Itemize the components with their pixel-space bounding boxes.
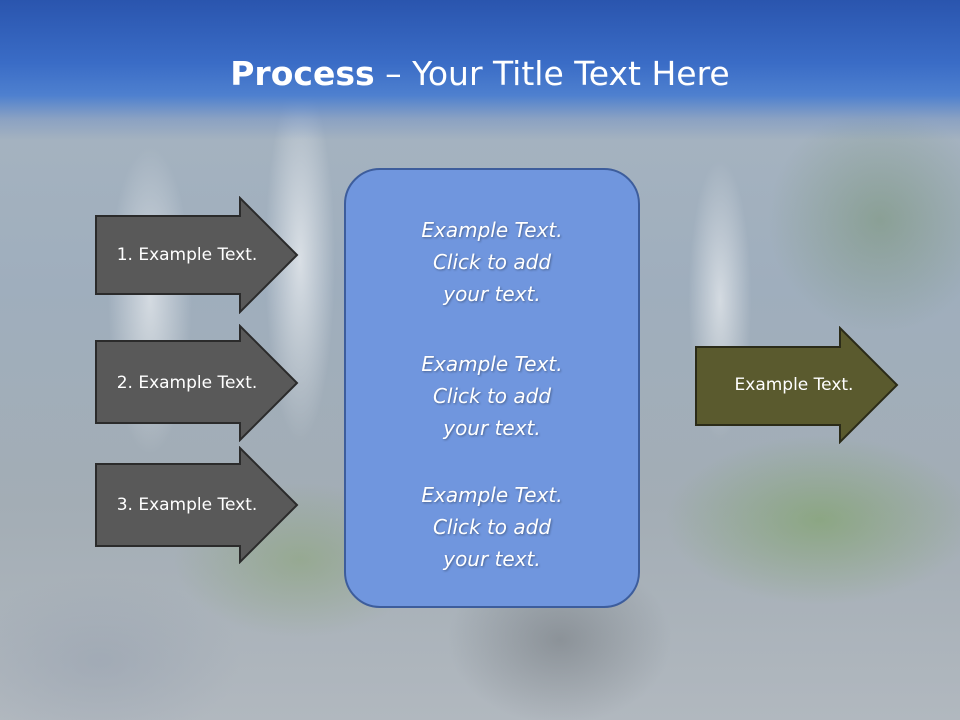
paragraph-line: your text. [443, 547, 541, 571]
slide-title[interactable]: Process – Your Title Text Here [0, 52, 960, 96]
paragraph-line: Click to add [432, 515, 552, 539]
input-arrow-1[interactable]: 1. Example Text. [94, 196, 300, 314]
arrow-right-icon [95, 196, 299, 314]
paragraph-line: Example Text. [421, 352, 563, 376]
arrow-right-icon [695, 326, 899, 444]
title-bar [0, 0, 960, 140]
center-paragraph-2: Example Text. Click to add your text. [346, 348, 638, 444]
output-arrow-label: Example Text. [734, 375, 854, 395]
arrow-right-icon [95, 324, 299, 442]
paragraph-line: your text. [443, 282, 541, 306]
paragraph-line: Example Text. [421, 218, 563, 242]
paragraph-line: Example Text. [421, 483, 563, 507]
input-arrow-3[interactable]: 3. Example Text. [94, 446, 300, 564]
paragraph-line: Click to add [432, 250, 552, 274]
input-arrow-label: 1. Example Text. [116, 245, 258, 265]
arrow-right-icon [95, 446, 299, 564]
center-text-box[interactable]: Example Text. Click to add your text. Ex… [344, 168, 640, 608]
input-arrow-2[interactable]: 2. Example Text. [94, 324, 300, 442]
input-arrow-label: 3. Example Text. [116, 495, 258, 515]
center-paragraph-3: Example Text. Click to add your text. [346, 479, 638, 575]
title-bold: Process [230, 54, 375, 93]
output-arrow[interactable]: Example Text. [694, 326, 900, 444]
paragraph-line: your text. [443, 416, 541, 440]
center-paragraph-1: Example Text. Click to add your text. [346, 214, 638, 310]
title-text: – Your Title Text Here [374, 54, 730, 93]
paragraph-line: Click to add [432, 384, 552, 408]
input-arrow-label: 2. Example Text. [116, 373, 258, 393]
